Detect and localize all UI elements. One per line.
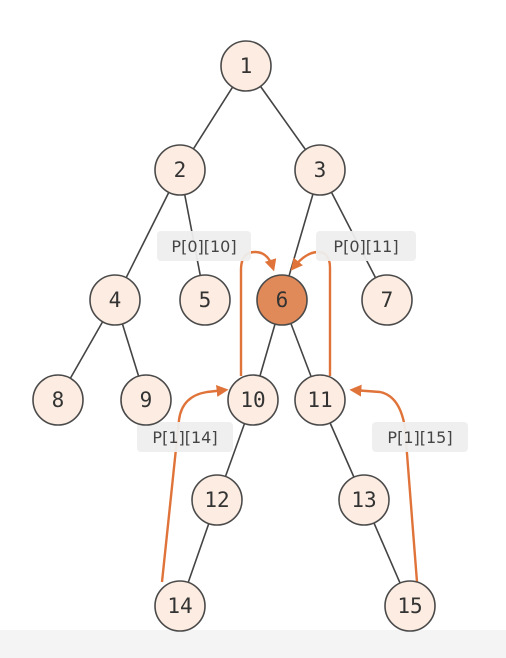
node-circle-2: [154, 144, 206, 196]
edge-6-11: [290, 323, 312, 377]
node-circle-5: [179, 274, 231, 326]
node-label-2: 2: [174, 158, 187, 182]
node-label-11: 11: [307, 388, 332, 412]
tree-node-9: 9: [120, 374, 172, 426]
node-circle-7: [361, 274, 413, 326]
pointer-label-p0-10: P[0][10]: [171, 237, 236, 256]
edge-10-12: [224, 423, 246, 477]
node-circle-9: [120, 374, 172, 426]
tree-node-15: 15: [384, 580, 436, 632]
edge-13-15: [373, 522, 401, 584]
node-circle-12: [191, 474, 243, 526]
tree-node-10: 10: [227, 374, 279, 426]
node-label-1: 1: [240, 54, 253, 78]
pointer-label-p1-15: P[1][15]: [387, 428, 452, 447]
edge-12-14: [187, 523, 210, 583]
node-label-4: 4: [109, 288, 122, 312]
tree-node-4: 4: [89, 274, 141, 326]
node-label-12: 12: [204, 488, 229, 512]
node-label-3: 3: [314, 158, 327, 182]
tree-node-14: 14: [154, 580, 206, 632]
node-circle-6: [256, 274, 308, 326]
tree-node-8: 8: [32, 374, 84, 426]
edge-3-6: [288, 193, 314, 277]
node-label-6: 6: [276, 288, 289, 312]
pointer-label-box-p1-15: [372, 422, 468, 452]
bottom-band: [0, 630, 506, 658]
node-circle-8: [32, 374, 84, 426]
node-circle-15: [384, 580, 436, 632]
node-circle-1: [220, 40, 272, 92]
edge-2-4: [125, 192, 170, 278]
node-circle-10: [227, 374, 279, 426]
node-label-10: 10: [240, 388, 265, 412]
node-label-5: 5: [199, 288, 212, 312]
node-circle-13: [338, 474, 390, 526]
node-circle-4: [89, 274, 141, 326]
edges-layer: [69, 85, 401, 584]
pointer-label-box-p1-14: [137, 422, 233, 452]
node-label-8: 8: [52, 388, 65, 412]
pointer-arrow-p1-14: [160, 384, 229, 583]
tree-node-1: 1: [220, 40, 272, 92]
tree-node-11: 11: [294, 374, 346, 426]
pointer-labels-layer: P[0][10] P[0][11] P[1][14] P[1][15]: [137, 231, 468, 452]
edge-1-3: [259, 85, 307, 151]
node-circle-14: [154, 580, 206, 632]
edge-1-2: [192, 86, 234, 150]
node-label-14: 14: [167, 594, 192, 618]
edge-11-13: [329, 422, 355, 478]
pointer-label-box-p0-10: [157, 231, 251, 261]
node-label-13: 13: [351, 488, 376, 512]
tree-node-7: 7: [361, 274, 413, 326]
pointer-label-p1-14: P[1][14]: [152, 428, 217, 447]
tree-node-13: 13: [338, 474, 390, 526]
pointer-arrow-p0-10: [239, 250, 277, 376]
tree-node-6: 6: [256, 274, 308, 326]
tree-node-3: 3: [294, 144, 346, 196]
tree-node-2: 2: [154, 144, 206, 196]
pointer-label-box-p0-11: [316, 231, 416, 261]
tree-node-12: 12: [191, 474, 243, 526]
edge-6-10: [259, 323, 276, 377]
node-label-15: 15: [397, 594, 422, 618]
node-label-7: 7: [381, 288, 394, 312]
edge-4-9: [121, 323, 140, 377]
node-label-9: 9: [140, 388, 153, 412]
tree-node-5: 5: [179, 274, 231, 326]
node-circle-3: [294, 144, 346, 196]
node-circle-11: [294, 374, 346, 426]
pointer-label-p0-11: P[0][11]: [333, 237, 398, 256]
edge-4-8: [69, 321, 104, 379]
